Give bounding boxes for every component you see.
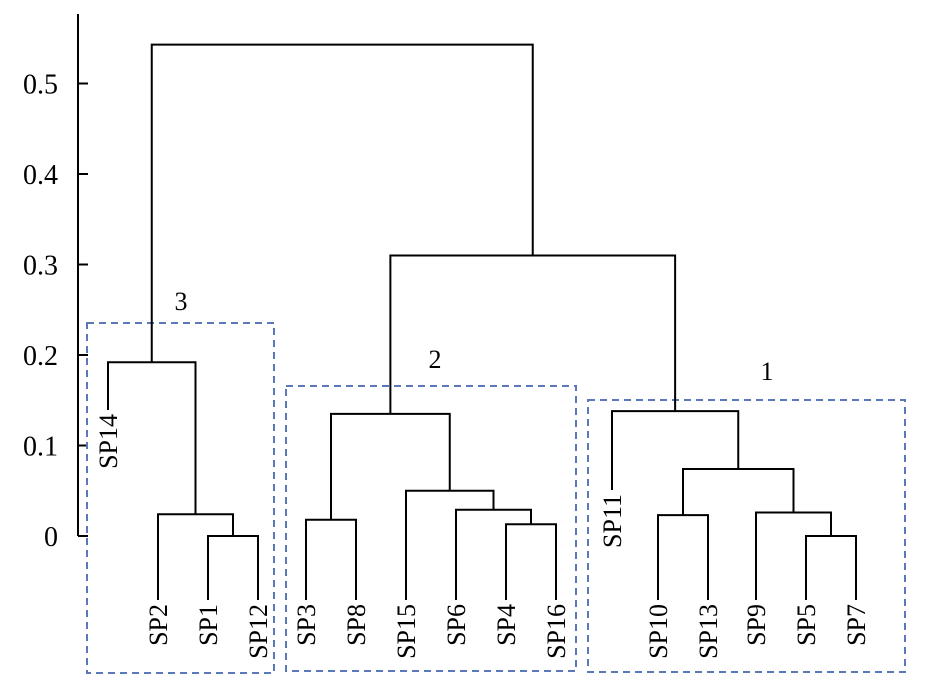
leaf-label-sp6: SP6 — [442, 604, 471, 646]
cluster-box-3 — [86, 322, 275, 674]
y-tick-label: 0.4 — [23, 160, 58, 191]
dendrogram-link-m1 — [207, 535, 259, 600]
dendrogram-link-m9 — [657, 514, 709, 600]
y-axis: 0 0.1 0.2 0.3 0.4 0.5 — [23, 14, 88, 553]
leaf-label-sp16: SP16 — [542, 604, 571, 659]
y-tick-label: 0.5 — [23, 70, 58, 101]
y-tick-label: 0.2 — [23, 341, 58, 372]
leaf-label-sp13: SP13 — [694, 604, 723, 659]
dendrogram-link-m14 — [389, 254, 677, 414]
leaf-label-sp14: SP14 — [94, 414, 123, 469]
dendrogram-link-m13 — [611, 410, 740, 490]
y-tick-label: 0.1 — [23, 432, 58, 463]
dendrogram-link-m4 — [305, 518, 357, 600]
cluster-label-1: 1 — [761, 357, 774, 386]
dendrogram-link-m12 — [682, 468, 795, 516]
leaf-label-sp4: SP4 — [492, 604, 521, 646]
dendrogram-link-m2 — [157, 513, 234, 600]
cluster-label-3: 3 — [175, 287, 188, 316]
leaf-label-sp5: SP5 — [792, 604, 821, 646]
leaf-label-sp1: SP1 — [194, 604, 223, 646]
cluster-boxes: 3 2 1 — [86, 287, 906, 674]
cluster-box-2 — [285, 385, 577, 672]
dendrogram-links — [107, 43, 857, 600]
leaf-label-sp10: SP10 — [644, 604, 673, 659]
leaf-label-sp15: SP15 — [392, 604, 421, 659]
leaf-label-sp3: SP3 — [292, 604, 321, 646]
y-tick-label: 0 — [44, 522, 58, 553]
leaf-label-sp11: SP11 — [598, 494, 627, 548]
dendrogram-link-m10 — [805, 535, 857, 600]
leaf-label-sp7: SP7 — [842, 604, 871, 646]
dendrogram-link-m7 — [405, 489, 495, 600]
leaf-label-sp8: SP8 — [342, 604, 371, 646]
dendrogram-link-m11 — [755, 511, 832, 600]
dendrogram-link-m5 — [505, 523, 557, 600]
cluster-label-2: 2 — [429, 345, 442, 374]
leaf-label-sp9: SP9 — [742, 604, 771, 646]
dendrogram-link-m15 — [150, 43, 534, 363]
leaf-label-sp12: SP12 — [244, 604, 273, 659]
dendrogram-link-m8 — [330, 412, 451, 520]
cluster-box-1 — [587, 399, 906, 673]
leaf-label-sp2: SP2 — [144, 604, 173, 646]
y-tick-label: 0.3 — [23, 251, 58, 282]
